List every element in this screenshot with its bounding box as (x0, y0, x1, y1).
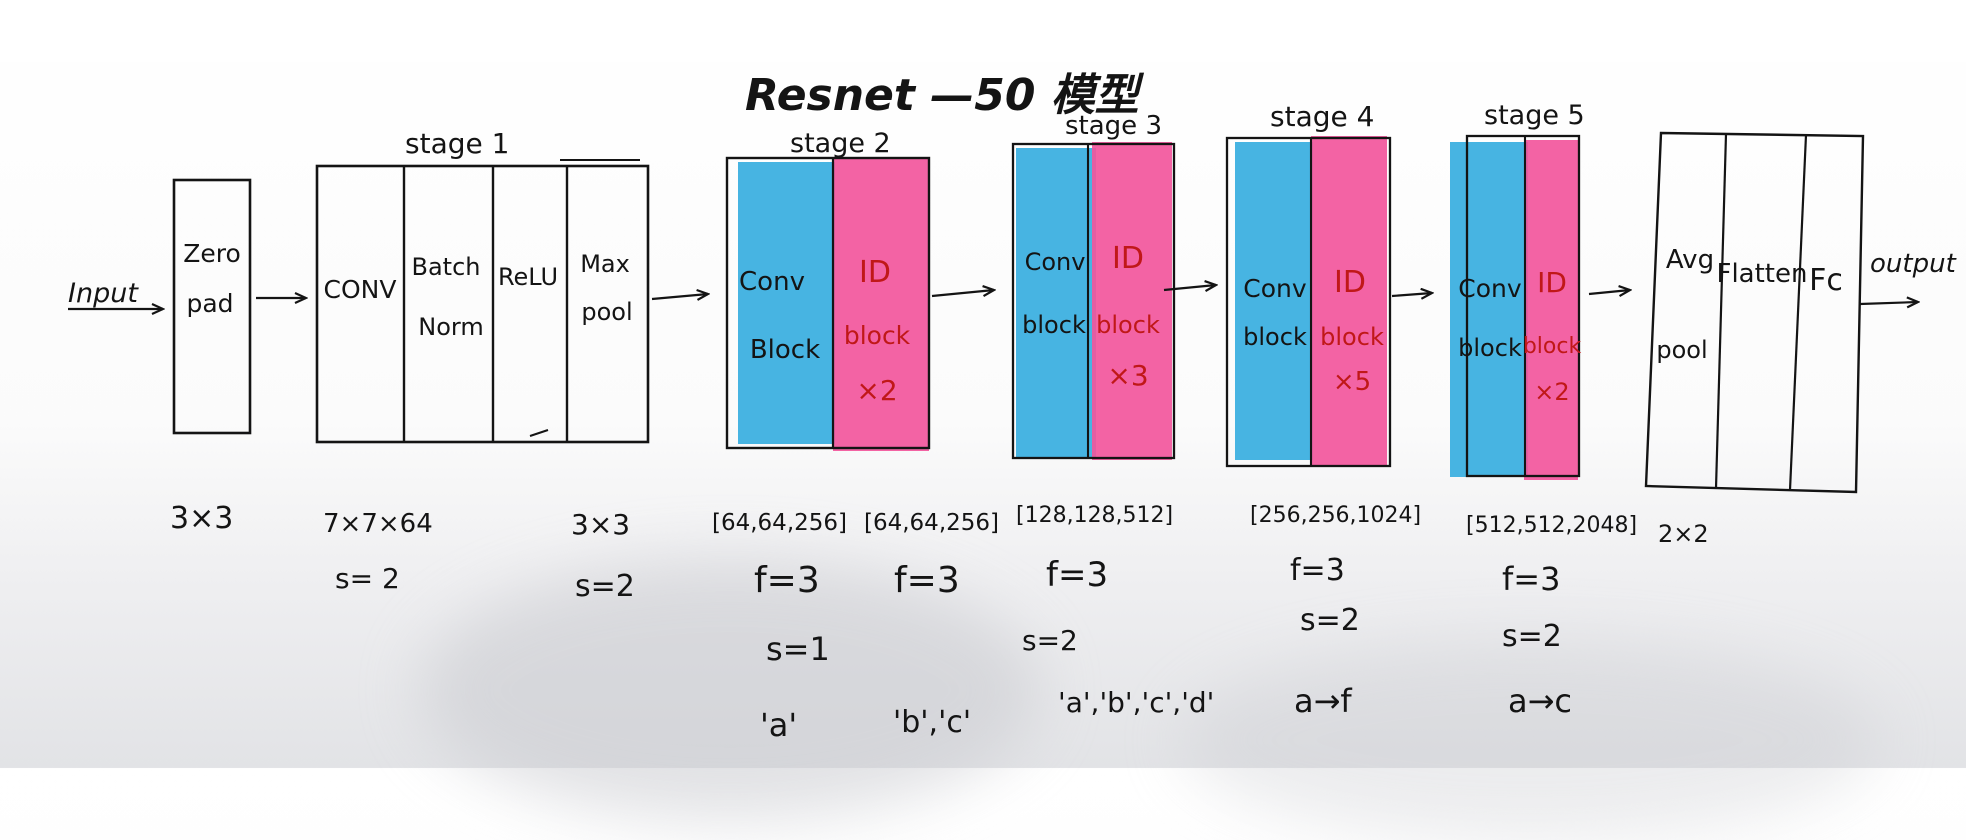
batch-norm-label: Norm (418, 313, 483, 341)
s4-conv-block-label: Conv (1243, 274, 1307, 303)
batch-norm-label: Batch (412, 253, 481, 281)
flow-arrow (1588, 290, 1630, 294)
flow-arrow (931, 290, 994, 298)
stage4-group: Conv block ID block ×5 (1225, 136, 1392, 468)
flatten-label: Flatten (1717, 259, 1808, 289)
s3-conv-block-label: block (1022, 311, 1086, 339)
s5-f: f=3 (1502, 560, 1560, 598)
s2-conv-filters: [64,64,256] (712, 510, 847, 536)
s2-id-block-label: block (844, 321, 911, 350)
s5-conv-block-label: block (1458, 334, 1522, 362)
s5-stride: s=2 (1502, 619, 1562, 654)
s3-f: f=3 (1046, 555, 1108, 595)
flow-arrow (1391, 293, 1432, 296)
s3-id-block-label: ID (1112, 241, 1144, 276)
max-pool-size: 3×3 (571, 508, 630, 541)
s2-id-block-label: ID (859, 255, 891, 290)
flow-arrow (651, 294, 708, 299)
s2-id-f: f=3 (894, 560, 960, 601)
fc-label: Fc (1809, 263, 1843, 298)
s5-id-block-label: ID (1537, 266, 1567, 299)
relu-label: ReLU (498, 263, 558, 291)
s5-conv-block-label: Conv (1458, 274, 1522, 303)
resnet50-diagram: Resnet —50 模型 Input Zero pad stage 1 CON… (68, 70, 1957, 744)
s5-id-block-label: block (1523, 334, 1582, 359)
s2-id-filters: [64,64,256] (864, 510, 999, 536)
s3-id-block-label: block (1096, 311, 1160, 339)
output-arrow (1859, 302, 1918, 304)
s4-f: f=3 (1290, 553, 1345, 588)
stage5-group: Conv block ID block ×2 (1450, 134, 1582, 480)
s2-id-block-label: ×2 (856, 374, 897, 407)
zero-pad-block: Zero pad (172, 178, 252, 435)
s2-conv-block-label: Block (750, 335, 820, 365)
s4-id-block-label: block (1320, 323, 1384, 351)
s5-names: a→c (1508, 682, 1572, 720)
s4-filters: [256,256,1024] (1250, 503, 1421, 528)
diagram-title: Resnet —50 模型 (745, 70, 1145, 121)
s3-stride: s=2 (1022, 624, 1078, 657)
stage3-label: stage 3 (1065, 111, 1162, 141)
stage1-label: stage 1 (405, 127, 509, 160)
s4-id-block-label: ID (1334, 265, 1366, 300)
s2-conv-names: 'a' (760, 706, 797, 744)
input-label: Input (68, 278, 139, 309)
s2-id-names: 'b','c' (893, 705, 971, 740)
conv-label: CONV (324, 275, 397, 304)
zero-pad-label: Zero (183, 239, 241, 268)
s3-id-block-label: ×3 (1107, 359, 1148, 392)
paper-top-margin (0, 0, 1966, 62)
stage2-group: Conv Block ID block ×2 (725, 156, 931, 451)
stage3-group: Conv block ID block ×3 (1011, 142, 1176, 460)
max-pool-stride: s=2 (575, 569, 635, 604)
stage1-group: CONV Batch Norm ReLU Max pool (315, 159, 650, 444)
output-label: output (1870, 249, 1957, 279)
max-pool-label: Max (580, 250, 630, 278)
stage5-label: stage 5 (1484, 100, 1585, 131)
avg-pool-label: pool (1656, 336, 1707, 364)
zero-pad-label: pad (186, 289, 233, 318)
s2-stride: s=1 (766, 630, 830, 668)
stage2-label: stage 2 (790, 128, 891, 159)
conv-stride: s= 2 (335, 562, 400, 595)
s4-names: a→f (1294, 682, 1352, 720)
s4-stride: s=2 (1300, 603, 1360, 638)
stage4-label: stage 4 (1270, 100, 1374, 133)
output-head-group: Avg pool Flatten Fc (1644, 131, 1865, 494)
avg-pool-label: Avg (1666, 245, 1714, 275)
s3-conv-block-label: Conv (1025, 248, 1086, 276)
s4-conv-block-label: block (1243, 323, 1307, 351)
flow-arrow (1163, 285, 1216, 290)
conv-size: 7×7×64 (323, 509, 433, 539)
s3-filters: [128,128,512] (1016, 503, 1173, 528)
avg-pool-size: 2×2 (1658, 520, 1709, 548)
s3-names: 'a','b','c','d' (1058, 686, 1214, 719)
s4-id-block-label: ×5 (1333, 367, 1371, 397)
max-pool-label: pool (581, 298, 632, 326)
zero-pad-size: 3×3 (170, 501, 233, 536)
s5-filters: [512,512,2048] (1466, 513, 1637, 538)
s2-conv-f: f=3 (754, 560, 820, 601)
s5-id-block-label: ×2 (1534, 378, 1569, 406)
s2-conv-block-label: Conv (739, 267, 805, 297)
